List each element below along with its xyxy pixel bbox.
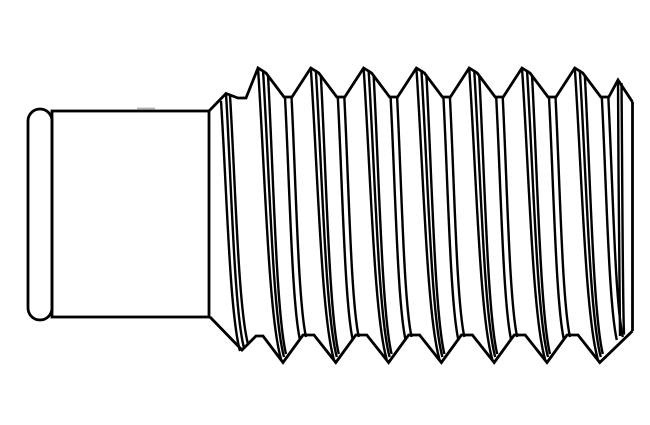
thread-helix-line [395,96,413,338]
thread-helix-line [525,69,550,358]
cone-helix-line [224,93,246,349]
thread-helix-line [473,69,497,358]
thread-helix-line [573,67,599,360]
thread-helix-line [389,96,407,341]
fastener-shank [50,109,211,319]
thread-helix-line [261,69,286,358]
end-chamfer-helix-line [620,82,626,335]
thread-helix-line [547,96,566,341]
thread-helix-line [372,74,393,355]
thread-helix-line [314,69,338,358]
thread-helix-line [290,96,308,338]
thread-helix-line [468,67,494,360]
thread-helix-line [415,67,441,360]
thread-helix-line [367,69,391,358]
thread-helix-line [530,74,552,355]
thread-helix-line [343,96,360,338]
thread-helix-line [442,96,460,341]
thread-helix-line [495,96,513,341]
thread-helix-line [336,96,354,341]
cone-helix-line [219,100,242,352]
thread-helix-line [478,74,499,355]
thread-helix-line [266,74,288,355]
thread-helix-line [362,67,388,360]
thread-helix-line [256,67,283,360]
thread-helix-line [583,74,604,355]
thread-helix-line [501,96,519,338]
end-chamfer-helix-line [616,79,622,337]
thread-helix-line [283,96,302,341]
thread-helix-line [578,69,602,358]
thread-helix-line [520,67,547,360]
thread-helix-line [600,96,618,341]
thread-helix-line [425,74,446,355]
thread-helix-line [448,96,466,338]
thread-helix-line [554,96,572,338]
cone-helix-line [228,95,250,345]
thread-helix-line [309,67,335,360]
thread-helix-line [319,74,340,355]
thread-helix-line [420,69,444,358]
